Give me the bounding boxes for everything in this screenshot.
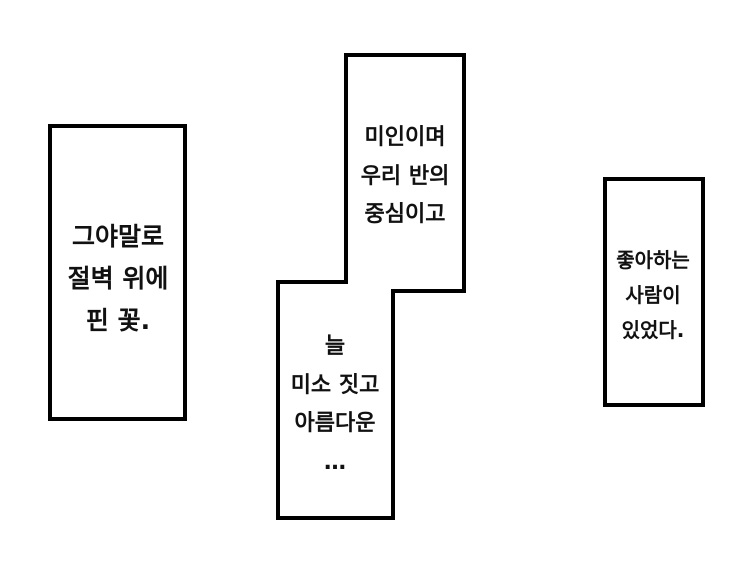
caption-line: 미소 짓고 (290, 372, 380, 398)
caption-line: 늘 (324, 334, 346, 359)
caption-line: 아름다운 (294, 411, 376, 436)
caption-text-left: 그야말로 절벽 위에 핀 꽃. (68, 216, 169, 342)
caption-line: 있었다. (621, 318, 685, 342)
caption-line: 절벽 위에 (67, 264, 169, 293)
caption-text-middle-bottom: 늘 미소 짓고 아름다운 … (291, 328, 380, 482)
caption-line: 핀 꽃. (85, 306, 151, 335)
caption-box-right (603, 177, 705, 407)
caption-box-left (48, 124, 187, 421)
caption-line: 미인이며 (364, 125, 446, 150)
caption-line: 중심이고 (364, 202, 446, 227)
caption-line-ellipsis: … (324, 449, 346, 475)
caption-line: 우리 반의 (360, 163, 450, 189)
caption-line: 그야말로 (71, 222, 164, 251)
caption-text-middle-top: 미인이며 우리 반의 중심이고 (361, 119, 450, 235)
caption-line: 좋아하는 (616, 248, 690, 272)
caption-line: 사람이 (625, 283, 681, 307)
caption-text-right: 좋아하는 사람이 있었다. (616, 243, 690, 348)
